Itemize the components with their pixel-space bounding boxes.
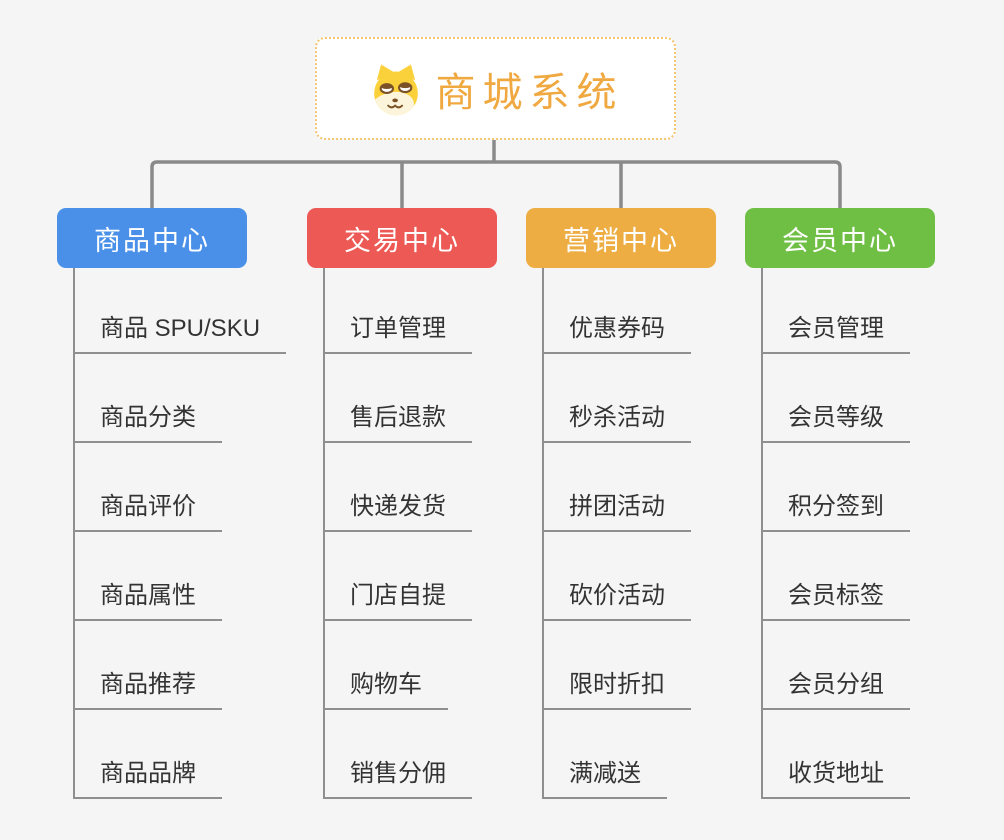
leaf-item[interactable]: 会员管理 <box>763 268 910 354</box>
leaf-item[interactable]: 商品评价 <box>75 443 222 532</box>
leaf-item[interactable]: 门店自提 <box>325 532 472 621</box>
leaf-item[interactable]: 订单管理 <box>325 268 472 354</box>
leaf-item[interactable]: 积分签到 <box>763 443 910 532</box>
leaf-item[interactable]: 会员等级 <box>763 354 910 443</box>
leaf-list-trade: 订单管理 售后退款 快递发货 门店自提 购物车 销售分佣 <box>323 268 472 799</box>
branch-product-center: 商品中心 商品 SPU/SKU 商品分类 商品评价 商品属性 商品推荐 商品品牌 <box>57 208 287 799</box>
leaf-item[interactable]: 满减送 <box>544 710 667 799</box>
branch-header-marketing-center[interactable]: 营销中心 <box>526 208 716 268</box>
leaf-item[interactable]: 秒杀活动 <box>544 354 691 443</box>
leaf-item[interactable]: 拼团活动 <box>544 443 691 532</box>
root-title: 商城系统 <box>435 70 624 115</box>
branch-member-center: 会员中心 会员管理 会员等级 积分签到 会员标签 会员分组 收货地址 <box>745 208 935 799</box>
leaf-item[interactable]: 收货地址 <box>763 710 910 799</box>
branch-header-member-center[interactable]: 会员中心 <box>745 208 935 268</box>
leaf-list-member: 会员管理 会员等级 积分签到 会员标签 会员分组 收货地址 <box>761 268 910 799</box>
leaf-item[interactable]: 商品推荐 <box>75 621 222 710</box>
branch-header-trade-center[interactable]: 交易中心 <box>307 208 497 268</box>
leaf-list-marketing: 优惠券码 秒杀活动 拼团活动 砍价活动 限时折扣 满减送 <box>542 268 691 799</box>
leaf-item[interactable]: 购物车 <box>325 621 448 710</box>
doge-icon <box>373 64 418 115</box>
leaf-item[interactable]: 售后退款 <box>325 354 472 443</box>
root-node[interactable]: 商城系统 <box>315 37 676 140</box>
branch-header-product-center[interactable]: 商品中心 <box>57 208 247 268</box>
branch-trade-center: 交易中心 订单管理 售后退款 快递发货 门店自提 购物车 销售分佣 <box>307 208 497 799</box>
leaf-item[interactable]: 砍价活动 <box>544 532 691 621</box>
leaf-item[interactable]: 限时折扣 <box>544 621 691 710</box>
leaf-item[interactable]: 会员分组 <box>763 621 910 710</box>
leaf-item[interactable]: 优惠券码 <box>544 268 691 354</box>
leaf-item[interactable]: 商品品牌 <box>75 710 222 799</box>
leaf-item[interactable]: 商品 SPU/SKU <box>75 268 287 354</box>
leaf-item[interactable]: 销售分佣 <box>325 710 472 799</box>
leaf-item[interactable]: 会员标签 <box>763 532 910 621</box>
leaf-item[interactable]: 快递发货 <box>325 443 472 532</box>
leaf-list-product: 商品 SPU/SKU 商品分类 商品评价 商品属性 商品推荐 商品品牌 <box>73 268 287 799</box>
branch-marketing-center: 营销中心 优惠券码 秒杀活动 拼团活动 砍价活动 限时折扣 满减送 <box>526 208 716 799</box>
leaf-item[interactable]: 商品分类 <box>75 354 222 443</box>
leaf-item[interactable]: 商品属性 <box>75 532 222 621</box>
